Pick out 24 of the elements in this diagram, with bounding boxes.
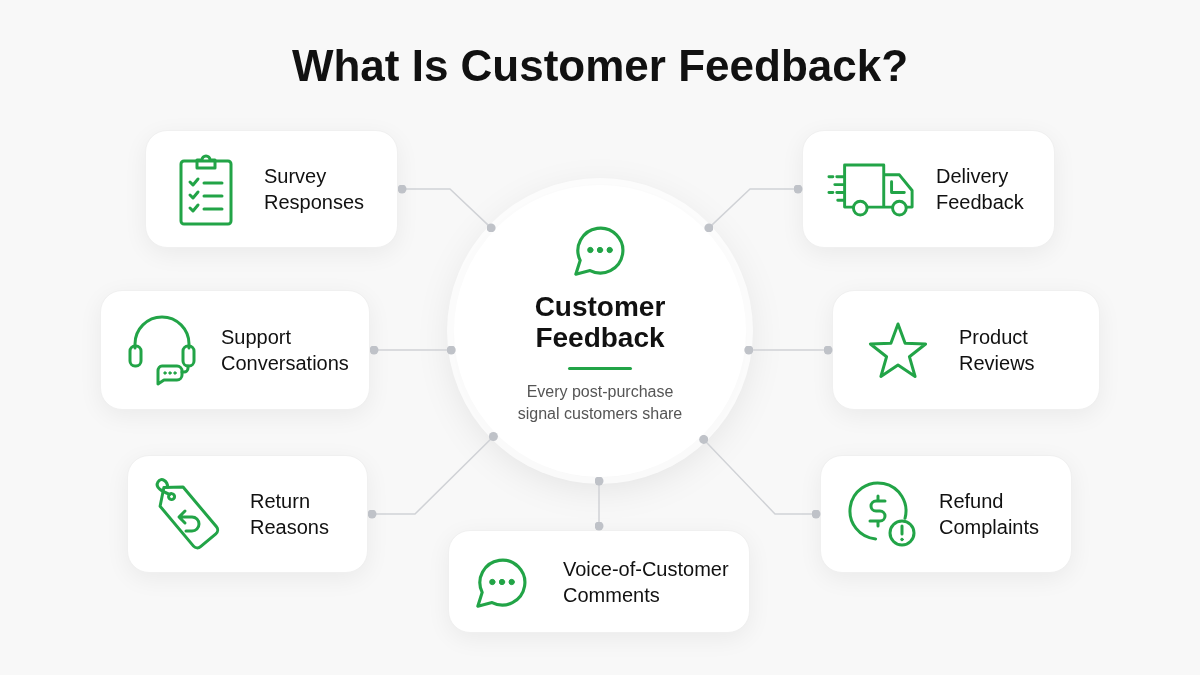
diagram-title: What Is Customer Feedback? <box>290 40 910 92</box>
category-card <box>100 290 370 410</box>
card-label: Voice-of-Customer Comments <box>563 556 730 608</box>
card-label: Return Reasons <box>250 489 330 540</box>
connector-line <box>744 345 833 355</box>
connector-line <box>369 345 456 355</box>
connector-line <box>397 184 496 233</box>
connector-line <box>704 184 803 233</box>
category-card <box>820 455 1072 573</box>
connector-line <box>699 434 821 519</box>
category-card <box>127 455 368 573</box>
category-card <box>145 130 398 248</box>
hub-subtitle: Every post-purchase signal customers share <box>516 382 684 424</box>
category-card <box>802 130 1055 248</box>
hub-title: Customer Feedback <box>533 291 667 353</box>
card-label: Product Reviews <box>959 325 1036 376</box>
category-card <box>832 290 1100 410</box>
connector-line <box>367 432 498 519</box>
card-label: Support Conversations <box>221 325 350 376</box>
connector-line <box>594 476 604 531</box>
category-card <box>448 530 750 633</box>
card-label: Survey Responses <box>264 164 366 215</box>
card-label: Refund Complaints <box>939 489 1041 540</box>
card-label: Delivery Feedback <box>936 164 1025 215</box>
